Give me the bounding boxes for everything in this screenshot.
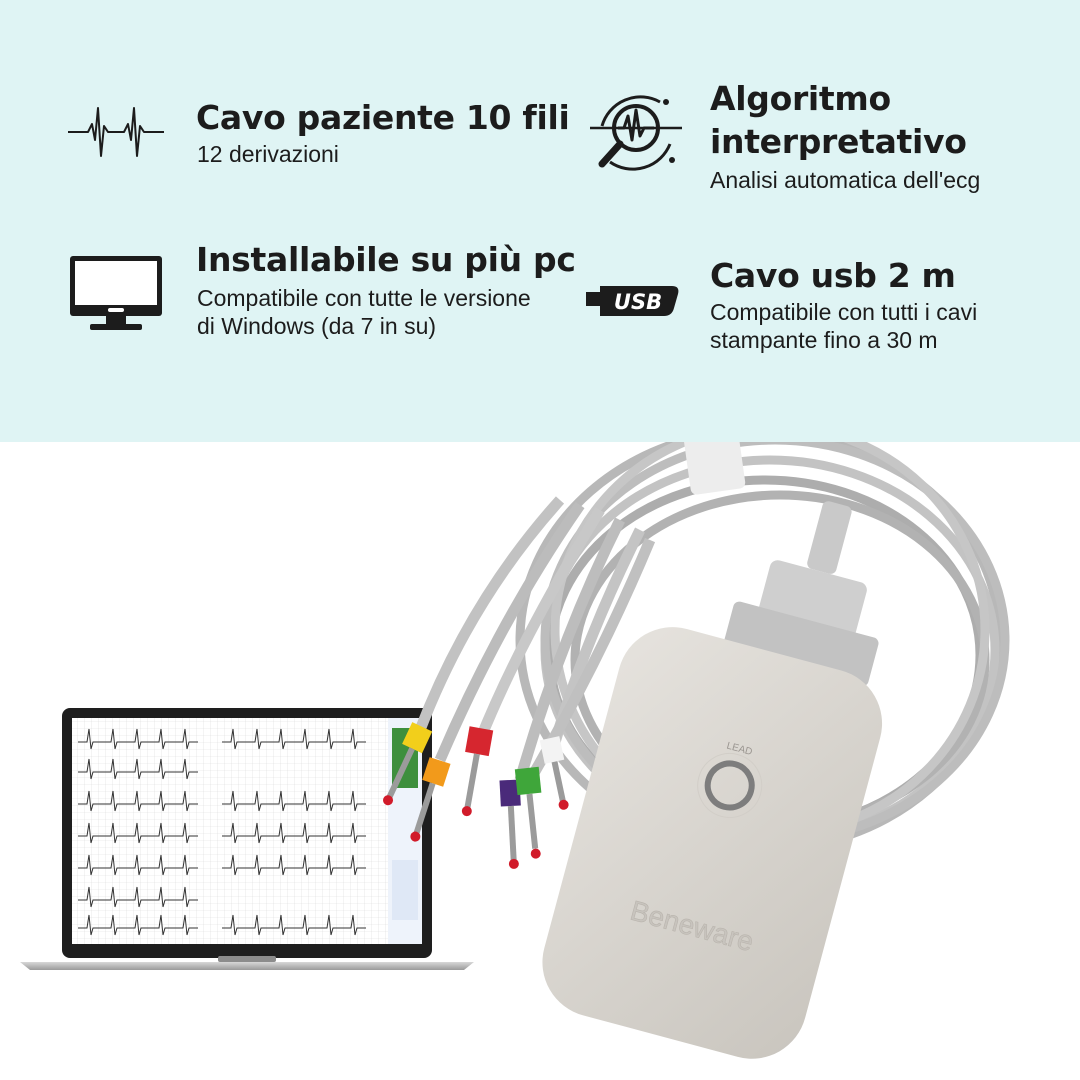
db-connector — [723, 501, 879, 687]
ecg-trace — [78, 728, 198, 750]
ecg-trace — [78, 790, 198, 812]
ecg-trace — [78, 854, 198, 876]
ecg-trace — [78, 758, 198, 780]
ecg-trace — [222, 790, 366, 812]
feature-description: Analisi automatica dell'ecg — [710, 167, 981, 193]
usb-label: USB — [614, 290, 662, 314]
ecg-trace — [222, 914, 366, 936]
laptop — [20, 708, 474, 970]
ecg-trace — [78, 914, 198, 936]
feature-description: 12 derivazioni — [197, 141, 339, 167]
feature-patient-cable: Cavo paziente 10 fili 12 derivazioni — [0, 0, 570, 220]
velcro-strap — [679, 442, 746, 495]
feature-algorithm: Algoritmo interpretativo Analisi automat… — [560, 0, 1080, 220]
heartbeat-icon — [68, 107, 164, 157]
product-illustration: LEAD Beneware — [20, 442, 1010, 1059]
monitor-icon — [70, 256, 162, 330]
feature-title: Cavo paziente 10 fili — [196, 98, 570, 137]
feature-title: Algoritmo interpretativo — [710, 79, 967, 161]
ecg-trace — [78, 886, 198, 908]
usb-cable-icon: USB — [586, 286, 679, 316]
ecg-waveforms — [78, 728, 366, 936]
feature-title: Installabile su più pc — [196, 240, 576, 279]
ecg-trace — [78, 822, 198, 844]
ecg-search-icon — [590, 95, 682, 171]
feature-title: Cavo usb 2 m — [710, 256, 956, 295]
ecg-trace — [222, 728, 366, 750]
electrode-leads — [383, 496, 656, 869]
ecg-trace — [222, 822, 366, 844]
feature-description: Compatibile con tutte le versione di Win… — [197, 285, 531, 339]
features-panel: Cavo paziente 10 fili 12 derivazioni Alg… — [0, 0, 1080, 442]
ecg-trace — [222, 854, 366, 876]
feature-usb-cable: USB Cavo usb 2 m Compatibile con tutti i… — [560, 220, 1080, 442]
feature-description: Compatibile con tutti i cavi stampante f… — [710, 299, 978, 353]
feature-installable: Installabile su più pc Compatibile con t… — [0, 220, 576, 442]
ecg-device: LEAD Beneware — [542, 627, 883, 1059]
